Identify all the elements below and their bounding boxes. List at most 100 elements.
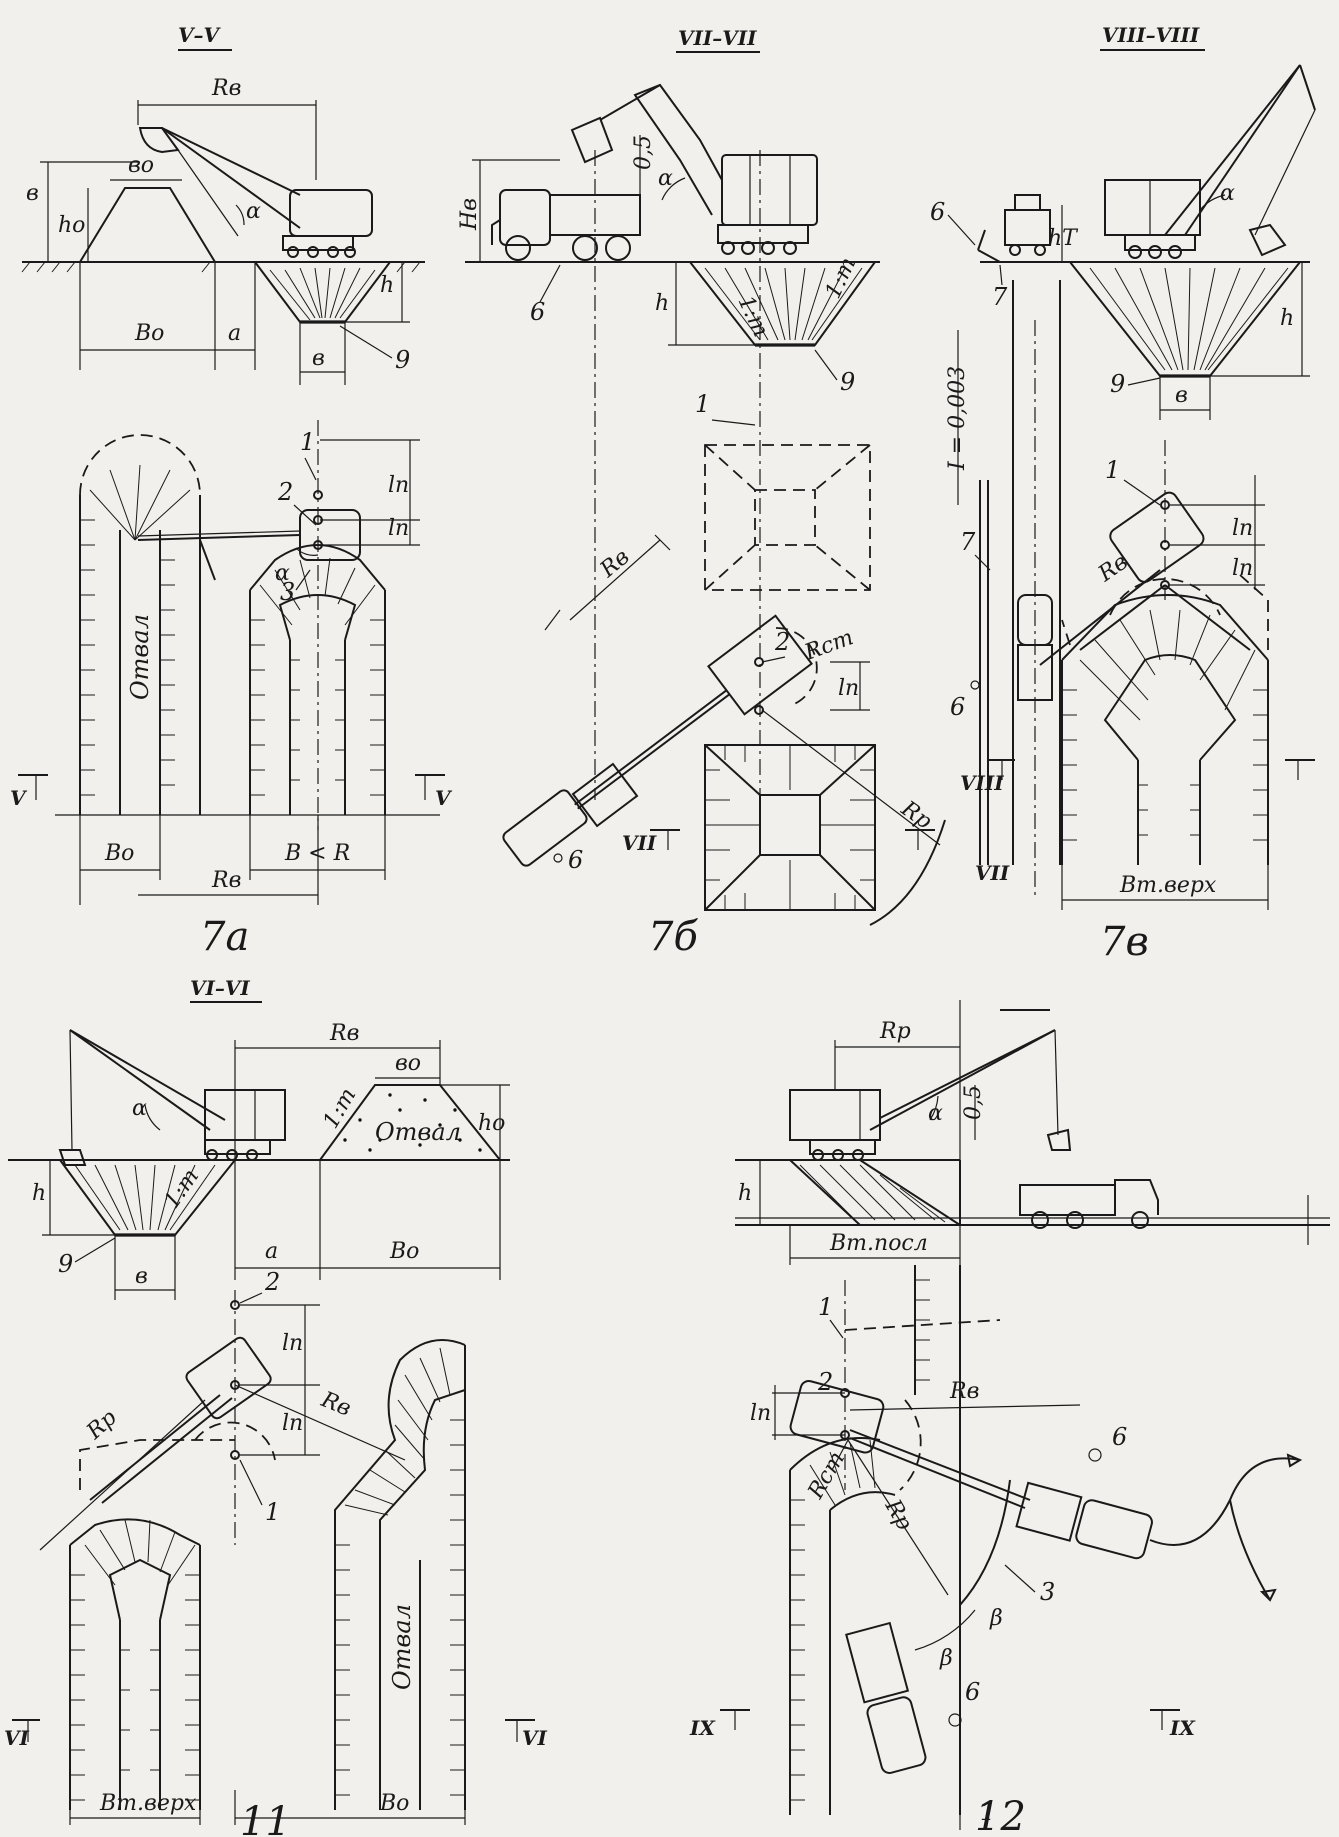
truck-plan-2 (845, 1621, 927, 1774)
svg-text:VII: VII (622, 831, 657, 855)
svg-text:Hв: Hв (457, 198, 482, 231)
svg-text:2: 2 (277, 478, 293, 506)
svg-text:в: в (312, 346, 325, 371)
svg-text:lп: lп (282, 1411, 303, 1436)
svg-text:6: 6 (965, 1678, 980, 1706)
svg-text:Rв: Rв (329, 1021, 359, 1046)
truck-plan (1015, 1481, 1153, 1560)
svg-text:вo: вo (128, 153, 154, 178)
section-mark-v-v: V–V (178, 23, 222, 47)
spoil-heap (78, 187, 217, 263)
svg-text:9: 9 (58, 1250, 73, 1278)
bench (787, 1159, 964, 1226)
figure-label-12: 12 (975, 1794, 1026, 1837)
svg-text:lп: lп (750, 1401, 771, 1426)
svg-text:Bo: Bo (379, 1791, 409, 1816)
svg-text:α: α (275, 561, 290, 586)
svg-text:Rст: Rст (803, 1447, 850, 1503)
figure-11: VI–VI 1:m α 1:m Отвал (4, 976, 548, 1837)
svg-text:Rв: Rв (317, 1387, 355, 1422)
excavator-plan (789, 1380, 885, 1454)
figure-label-11: 11 (240, 1799, 291, 1837)
svg-text:V: V (435, 786, 453, 810)
svg-text:α: α (928, 1101, 943, 1126)
svg-text:β: β (989, 1606, 1003, 1631)
svg-text:h: h (1280, 306, 1294, 331)
svg-text:1:m: 1:m (733, 292, 774, 341)
svg-text:Rв: Rв (595, 545, 634, 584)
svg-text:Отвал: Отвал (375, 1118, 461, 1146)
svg-text:B < R: B < R (284, 841, 350, 866)
svg-text:3: 3 (280, 578, 295, 606)
figure-7a: V–V α Rв вo (10, 23, 453, 960)
svg-text:9: 9 (840, 368, 855, 396)
svg-text:hT: hT (1048, 226, 1079, 251)
svg-text:7: 7 (960, 528, 976, 556)
spoil-label: Отвал (388, 1604, 416, 1690)
svg-text:6: 6 (930, 198, 945, 226)
svg-text:β: β (939, 1646, 953, 1671)
svg-text:6: 6 (530, 298, 545, 326)
section-mark-viii-viii: VIII–VIII (1102, 23, 1200, 47)
svg-text:Bт.верх: Bт.верх (99, 1791, 197, 1816)
svg-text:3: 3 (1040, 1578, 1055, 1606)
figure-12: α 0,5 Rр h Bт.посл (689, 1000, 1330, 1837)
svg-text:в: в (26, 181, 39, 206)
dragline-excavator (58, 1029, 286, 1166)
svg-text:6: 6 (568, 846, 583, 874)
svg-text:lп: lп (1232, 516, 1253, 541)
svg-text:Rр: Rр (896, 796, 936, 835)
svg-text:0,5: 0,5 (961, 1085, 986, 1120)
svg-text:Rв: Rв (1093, 550, 1132, 588)
haul-road (979, 280, 1061, 865)
svg-text:вo: вo (395, 1051, 421, 1076)
svg-text:2: 2 (264, 1268, 280, 1296)
dragline-excavator (1104, 64, 1316, 259)
truck-front (1004, 194, 1051, 256)
svg-text:Rр: Rр (82, 1405, 122, 1445)
svg-text:Rв: Rв (949, 1379, 979, 1404)
figure-7b: VII–VII 1:m 1:m 6 (457, 26, 946, 960)
svg-text:IX: IX (689, 1716, 716, 1740)
excavator-plan (185, 1336, 272, 1420)
dump-truck (1019, 1179, 1159, 1229)
svg-text:lп: lп (1232, 556, 1253, 581)
svg-text:6: 6 (950, 693, 965, 721)
svg-text:1: 1 (1105, 456, 1120, 484)
truck-plan-body (1017, 644, 1053, 701)
svg-text:h: h (738, 1181, 752, 1206)
svg-text:lп: lп (838, 676, 859, 701)
svg-text:h: h (380, 273, 394, 298)
section-mark-vi-vi: VI–VI (190, 976, 250, 1000)
svg-text:1: 1 (300, 428, 315, 456)
trench-plan (69, 1518, 201, 1810)
svg-text:a: a (228, 321, 241, 346)
svg-text:VIII: VIII (960, 771, 1004, 795)
svg-text:Rв: Rв (211, 76, 241, 101)
svg-text:IX: IX (1169, 1716, 1196, 1740)
svg-text:Rст: Rст (801, 625, 857, 666)
svg-text:1: 1 (818, 1293, 833, 1321)
svg-text:7: 7 (992, 283, 1008, 311)
svg-text:2: 2 (774, 628, 790, 656)
svg-text:Bo: Bo (389, 1239, 419, 1264)
svg-text:1: 1 (265, 1498, 280, 1526)
svg-text:a: a (265, 1239, 278, 1264)
svg-text:V: V (10, 786, 28, 810)
svg-text:1:m: 1:m (319, 1084, 362, 1133)
svg-text:lп: lп (388, 516, 409, 541)
dump-truck (491, 189, 641, 261)
spoil-plan (334, 1339, 466, 1810)
excavator-plan (1109, 491, 1205, 583)
svg-text:VI: VI (522, 1726, 548, 1750)
trench (58, 1159, 238, 1236)
ground-hatch (21, 261, 421, 273)
svg-text:ho: ho (58, 213, 85, 238)
excavator-plan (574, 614, 813, 810)
svg-text:9: 9 (1110, 370, 1125, 398)
dragline-excavator (138, 127, 373, 258)
svg-text:α: α (1220, 181, 1235, 206)
svg-text:VI: VI (4, 1726, 30, 1750)
svg-text:в: в (135, 1264, 148, 1289)
